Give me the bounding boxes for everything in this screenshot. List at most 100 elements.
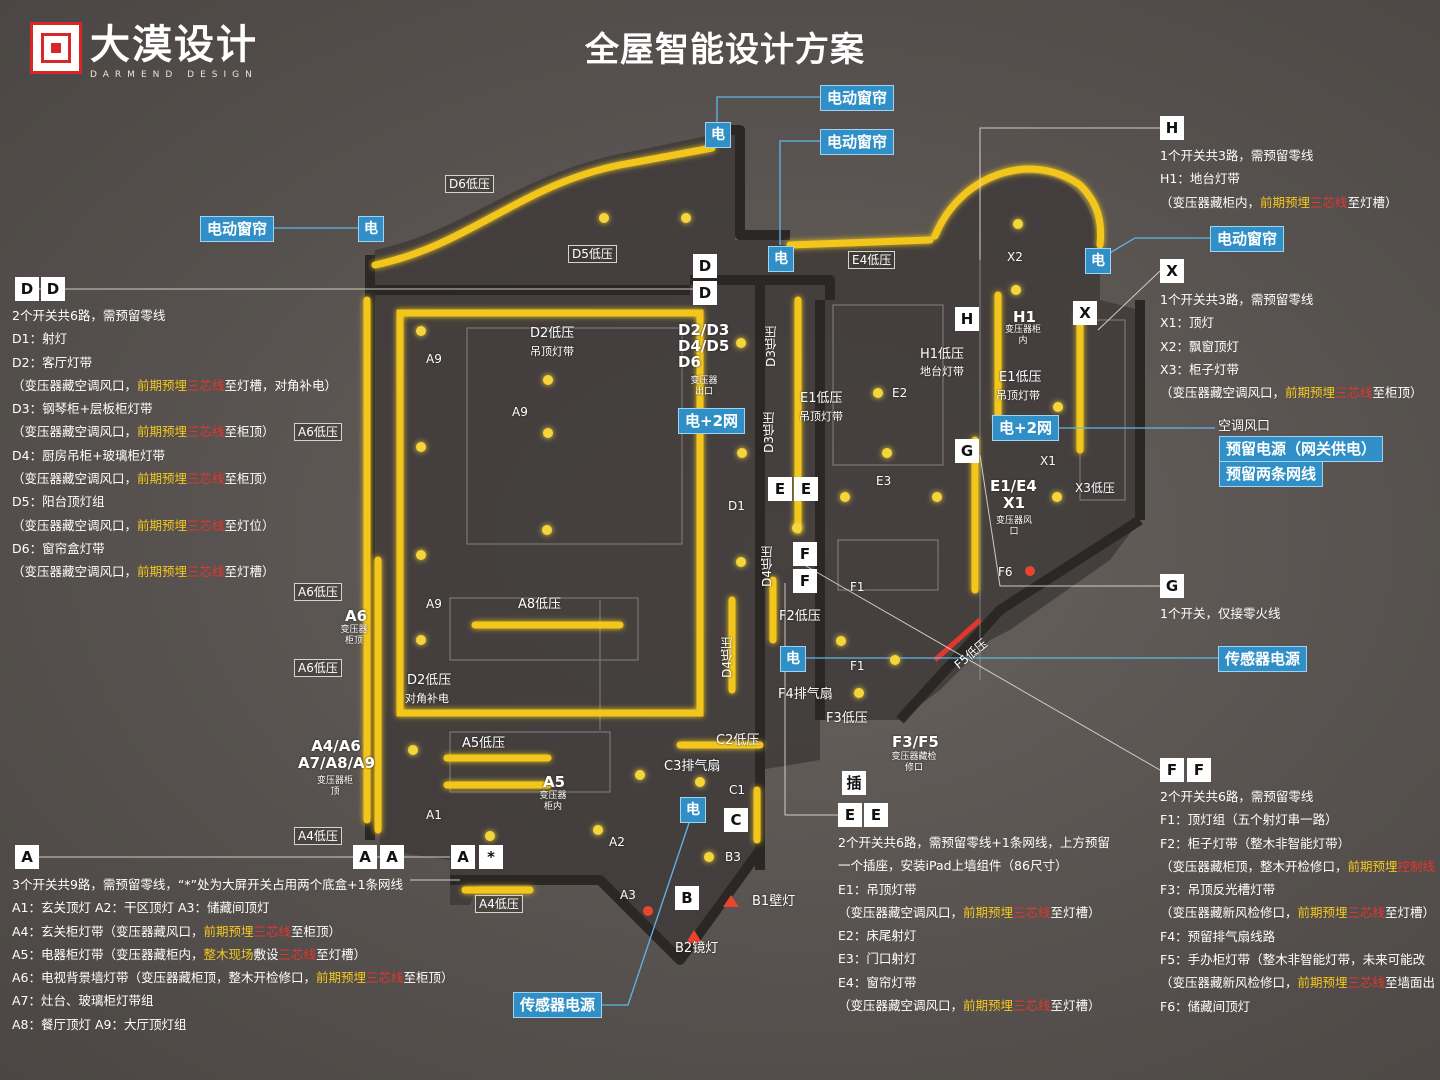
marker-c: C — [724, 808, 748, 832]
connector-lines — [272, 96, 1220, 1006]
callout-sensor-power-1: 传感器电源 — [1218, 646, 1308, 672]
plan-label-a5-sub: 变压器柜内 — [539, 791, 567, 812]
legend-e-line: E4：窗帘灯带 — [838, 974, 917, 990]
legend-a-line: A6：电视背景墙灯带（变压器藏柜顶，整木开检修口，前期预埋三芯线至柜顶） — [12, 970, 454, 986]
legend-f-line: F6：储藏间顶灯 — [1160, 998, 1251, 1014]
plan-label-c3: C3排气扇 — [664, 759, 721, 774]
plan-label-e1e4-sub: 变压器风口 — [995, 516, 1032, 537]
legend-d-line: （变压器藏空调风口，前期预埋三芯线至灯槽） — [12, 564, 275, 580]
strip-h1-curve — [931, 165, 1105, 249]
legend-d-line: D2：客厅灯带 — [12, 354, 93, 370]
plan-label-e1e4: E1/E4 — [990, 477, 1037, 495]
plan-label-e1b: E1低压 — [999, 370, 1042, 385]
plan-label-f6: F6 — [998, 565, 1013, 579]
plan-label-b3: B3 — [725, 850, 741, 864]
callout-curtain-3: 电动窗帘 — [200, 216, 275, 242]
plan-label-x2: X2 — [1007, 250, 1023, 264]
callout-power-net-2: 电+2网 — [992, 415, 1060, 441]
legend-f-line: （变压器藏柜顶，整木开检修口，前期预埋控制线 — [1160, 858, 1436, 874]
light-strips — [363, 144, 1105, 894]
marker-f: F — [1160, 758, 1184, 782]
marker-e: E — [838, 803, 862, 827]
plan-label-d2: D2低压 — [530, 326, 575, 341]
marker-e-plan: E — [768, 477, 792, 501]
plan-label-c1: C1 — [729, 783, 746, 797]
strip-d6 — [371, 144, 716, 269]
marker-d: D — [41, 277, 65, 301]
legend-e-line: （变压器藏空调风口，前期预埋三芯线至灯槽） — [838, 998, 1101, 1014]
legend-h-line: H1：地台灯带 — [1160, 171, 1240, 187]
marker-star: * — [479, 845, 503, 869]
power-marker: 电 — [1085, 248, 1111, 274]
power-marker: 电 — [780, 646, 806, 672]
plan-label-f3f5: F3/F5 — [892, 733, 939, 751]
marker-d: D — [15, 277, 39, 301]
legend-f: 2个开关共6路，需预留零线 F1：顶灯组（五个射灯串一路） F2：柜子灯带（整木… — [1160, 785, 1438, 1018]
plan-label-e1b-sub: 吊顶灯带 — [996, 389, 1040, 402]
callout-sensor-power-2: 传感器电源 — [513, 992, 603, 1018]
legend-e-line: （变压器藏空调风口，前期预埋三芯线至灯槽） — [838, 904, 1101, 920]
plan-label-a4-a9-sub: 变压器柜顶 — [316, 776, 353, 797]
plan-label-a4-a9: A4/A6 A7/A8/A9 — [298, 737, 376, 772]
legend-d-line: D3：钢琴柜+层板柜灯带 — [12, 401, 153, 417]
legend-d-line: D4：厨房吊柜+玻璃柜灯带 — [12, 447, 166, 463]
power-marker: 电 — [705, 122, 731, 148]
strip-d2 — [396, 309, 704, 717]
plan-label-a6: A6 — [345, 607, 368, 625]
plan-label-a4a: A4低压 — [294, 827, 342, 845]
plan-label-a6a: A6低压 — [294, 423, 342, 441]
callout-reserve-power: 预留电源（网关供电） — [1219, 436, 1384, 462]
plan-label-x1: X1 — [1040, 454, 1056, 468]
marker-a-plan: A — [353, 845, 377, 869]
legend-d-line: 2个开关共6路，需预留零线 — [12, 308, 166, 323]
plan-label-e4: E4低压 — [848, 251, 896, 269]
plan-label-x3: X3低压 — [1075, 481, 1115, 495]
plan-label-e1: E1低压 — [800, 391, 843, 406]
plan-label-d2b: D2低压 — [407, 673, 452, 688]
marker-e-plan: E — [794, 477, 818, 501]
legend-d-line: （变压器藏空调风口，前期预埋三芯线至柜顶） — [12, 424, 275, 440]
plan-label-a4b: A4低压 — [475, 895, 523, 913]
plan-label-a3: A3 — [620, 888, 636, 902]
legend-a-line: A8：餐厅顶灯 A9：大厅顶灯组 — [12, 1016, 187, 1032]
legend-x-line: （变压器藏空调风口，前期预埋三芯线至柜顶） — [1160, 385, 1423, 401]
plan-label-a6c: A6低压 — [294, 659, 342, 677]
plan-label-transformer-outlet: 变压器出口 — [690, 376, 718, 397]
legend-h: 1个开关共3路，需预留零线 H1：地台灯带 （变压器藏柜内，前期预埋三芯线至灯槽… — [1160, 144, 1398, 214]
plan-label-d6: D6低压 — [445, 175, 494, 193]
legend-x-line: X2：飘窗顶灯 — [1160, 338, 1240, 354]
legend-g: 1个开关，仅接零火线 — [1160, 602, 1280, 625]
light-points — [408, 213, 1063, 862]
power-marker: 电 — [768, 246, 794, 272]
legend-e: 2个开关共6路，需预留零线+1条网线，上方预留 一个插座，安装iPad上墙组件（… — [838, 831, 1110, 1017]
plan-label-h1: H1 — [1013, 308, 1036, 326]
marker-a: A — [15, 845, 39, 869]
marker-a-plan: A — [380, 845, 404, 869]
marker-g-plan: G — [955, 439, 979, 463]
legend-g-line: 1个开关，仅接零火线 — [1160, 606, 1281, 621]
plan-label-d2-sub: 吊顶灯带 — [530, 345, 574, 358]
legend-f-line: F1：顶灯组（五个射灯串一路） — [1160, 812, 1338, 828]
plan-label-e1e4-x1: X1 — [1003, 494, 1026, 512]
logo-subtitle: DARMEND DESIGN — [90, 70, 258, 80]
plan-label-d5: D5低压 — [568, 245, 617, 263]
legend-d-line: D1：射灯 — [12, 331, 68, 347]
power-marker: 电 — [358, 216, 384, 242]
legend-a: 3个开关共9路，需预留零线，“*”处为大屏开关占用两个底盒+1条网线 A1：玄关… — [12, 873, 454, 1036]
plan-label-d4: D4低压 — [760, 546, 774, 587]
marker-f: F — [1187, 758, 1211, 782]
legend-f-line: F4：预留排气扇线路 — [1160, 928, 1276, 944]
callout-curtain-1: 电动窗帘 — [820, 85, 895, 111]
legend-d-line: D6：窗帘盒灯带 — [12, 540, 105, 556]
plan-label-a2: A2 — [609, 835, 625, 849]
strip-e4 — [786, 236, 934, 249]
power-marker: 电 — [680, 797, 706, 823]
legend-f-line: F3：吊顶反光槽灯带 — [1160, 882, 1276, 898]
plan-label-a5: A5 — [543, 773, 566, 791]
plan-label-d1: D1 — [728, 499, 745, 513]
ac-vent-label: 空调风口 — [1218, 419, 1271, 434]
plan-label-b2: B2镜灯 — [675, 941, 719, 956]
legend-d-line: （变压器藏空调风口，前期预埋三芯线至灯位） — [12, 517, 275, 533]
legend-e-line: E3：门口射灯 — [838, 951, 917, 967]
legend-a-line: A5：电器柜灯带（变压器藏柜内，整木现场敷设三芯线至灯槽） — [12, 946, 367, 962]
